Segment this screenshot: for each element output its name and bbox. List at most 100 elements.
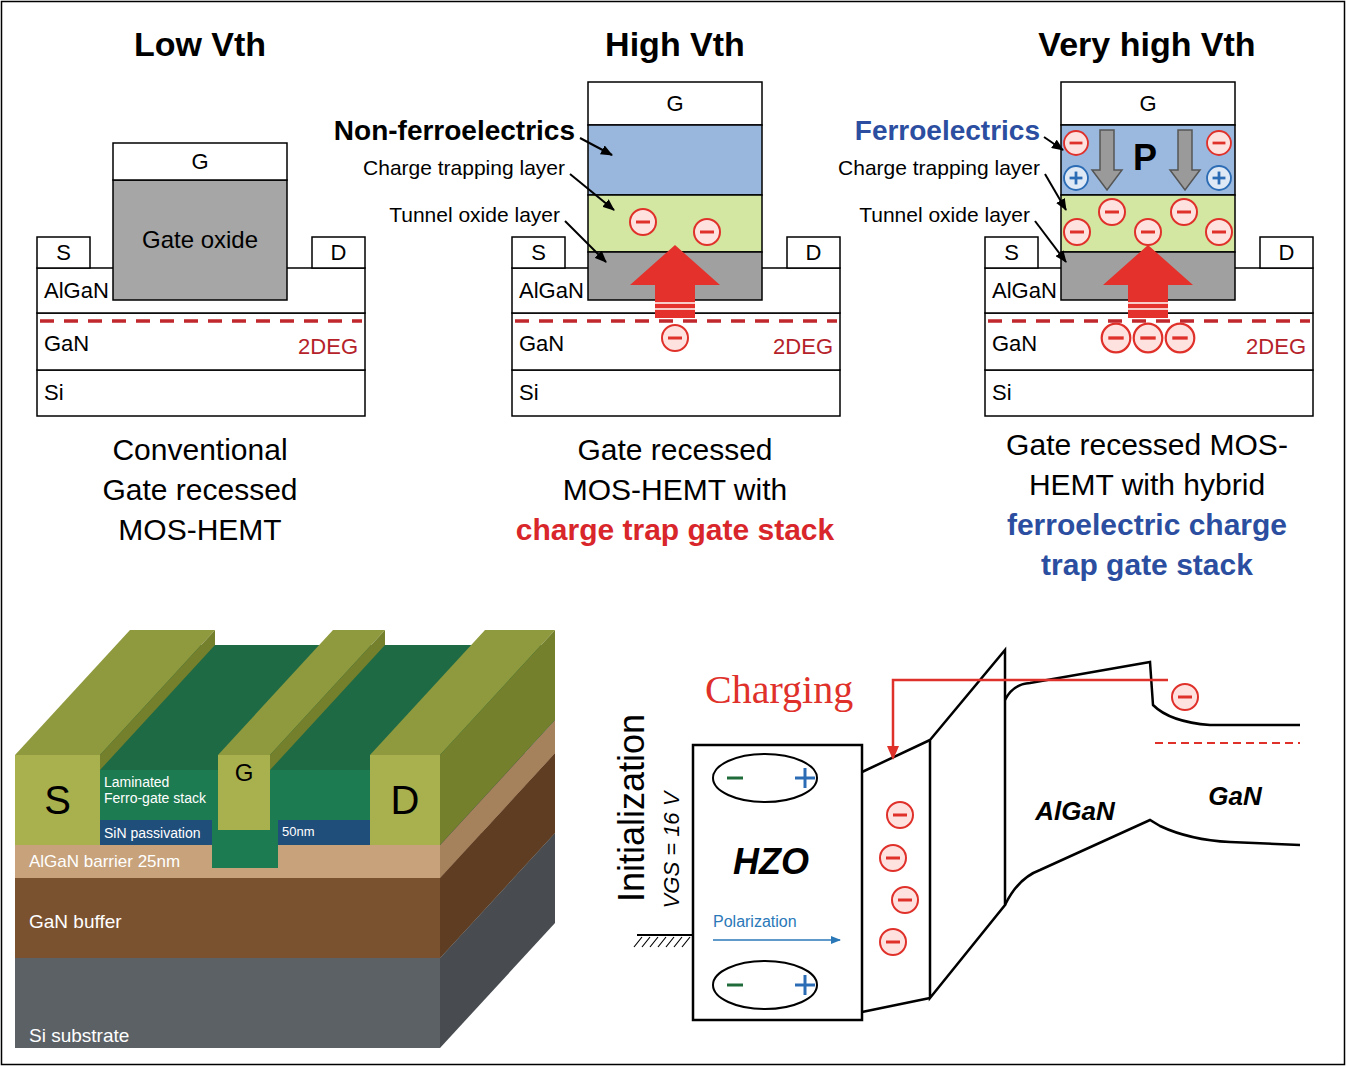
device-ferro-charge-trap [1061,195,1235,252]
node-text: G [235,759,254,787]
device-conventional [312,237,365,268]
device-ferro-charge-trap [988,319,1310,323]
device-conventional [37,370,365,416]
node-text: G [666,91,683,116]
device-charge-trap [588,82,762,125]
substrate-layer: Si substrate [15,958,440,1048]
band-diagram [880,845,906,871]
band-diagram [713,961,817,1009]
device-ferro-charge-trap [1092,130,1122,190]
device-charge-trap [512,370,840,416]
device-ferro-charge-trap [1134,324,1163,353]
device-ferro-charge-trap [985,313,1313,370]
band-diagram [930,650,1005,998]
drain-contact: D [312,237,365,268]
device-ferro-charge-trap [1099,199,1125,225]
layer-callout: Charge trapping layer [363,156,565,180]
device-3d-view [370,755,440,845]
gate-electrode: G [588,82,762,125]
device-ferro-charge-trap [1044,137,1063,150]
device-charge-trap [655,308,695,310]
device-ferro-charge-trap [1171,199,1197,225]
barrier-layer: AlGaN [512,268,840,313]
drain-contact: D [787,237,840,268]
band-diagram [804,768,807,788]
layer-callout: Tunnel oxide layer [389,203,560,227]
gate-electrode: G [218,755,270,830]
device-conventional [37,313,365,370]
buffer-layer: GaN buffer [15,878,440,958]
device-3d-view [15,630,555,1048]
device-ferro-charge-trap [1102,324,1131,353]
node-text: S [56,240,71,265]
panel-caption: Gate recessed MOS-HEMT with hybrid [980,425,1315,505]
node-text: GaN buffer [29,911,122,933]
gate-electrode: G [113,143,287,180]
device-ferro-charge-trap [1035,221,1066,262]
node-text: 2DEG [298,334,358,359]
region-label: GaN [1208,782,1261,812]
hzo-box: HZOPolarization [693,745,862,1020]
node-text: D [391,777,420,823]
source-electrode: S [15,755,100,845]
node-text: G [191,149,208,174]
panel-caption: charge trap gate stack [516,510,834,550]
device-3d-view [15,878,440,958]
device-conventional [37,237,90,268]
source-contact: S [512,237,565,268]
bias-label: VGS = 16 V [659,792,684,909]
device-3d-view [218,630,385,755]
device-ferro-charge-trap [1103,245,1193,318]
node-text: AlGaN [44,278,109,303]
device-3d-view [100,630,215,770]
node-text: D [331,240,347,265]
passivation-layer: SiN passivation [100,820,212,845]
source-contact: S [37,237,90,268]
node-text: HZO [733,841,809,882]
device-3d-view [218,755,270,830]
layer-callout: Tunnel oxide layer [859,203,1030,227]
device-3d-view [15,755,100,845]
band-diagram [880,929,906,955]
channel-layer: GaN2DEG [37,313,365,370]
panel-title: Low Vth [134,25,266,64]
node-text: G [1139,91,1156,116]
gate-electrode: G [1061,82,1235,125]
node-text: Si [519,380,539,405]
band-diagram [693,745,862,1020]
device-conventional [113,180,287,300]
node-text: AlGaN barrier 25nm [29,852,180,872]
gate-oxide: Gate oxide [113,180,287,300]
barrier-layer: AlGaN barrier 25nm [15,845,440,878]
device-3d-view [270,630,385,770]
node-text: Si [44,380,64,405]
node-text: S [44,777,71,823]
layer-callout: Non-ferroelectrics [334,115,575,147]
dimension-label: 50nm [282,825,315,840]
band-diagram [634,650,1300,1020]
channel-layer: GaN2DEG [985,313,1313,370]
band-diagram [713,754,817,802]
layer-callout: Ferroelectrics [855,115,1040,147]
device-ferro-charge-trap [1128,302,1168,304]
node-text: Gate oxide [142,226,258,254]
device-charge-trap [630,209,656,235]
device-conventional [37,143,365,416]
panel-title: Very high Vth [1038,25,1255,64]
band-diagram [637,934,693,936]
band-diagram [804,975,807,995]
drain-electrode: D [370,755,440,845]
device-ferro-charge-trap [1061,82,1235,125]
node-text: AlGaN [519,278,584,303]
band-diagram [892,887,918,913]
device-conventional [113,143,287,180]
polarization-symbol: P [1133,137,1157,178]
device-ferro-charge-trap [1170,130,1200,190]
source-contact: S [985,237,1038,268]
band-diagram [893,680,1168,758]
band-diagram [887,802,913,828]
channel-layer: GaN2DEG [512,313,840,370]
panel-caption: Gate recessed MOS-HEMT with [555,430,795,510]
device-ferro-charge-trap [1064,219,1090,245]
node-text: AlGaN [992,278,1057,303]
